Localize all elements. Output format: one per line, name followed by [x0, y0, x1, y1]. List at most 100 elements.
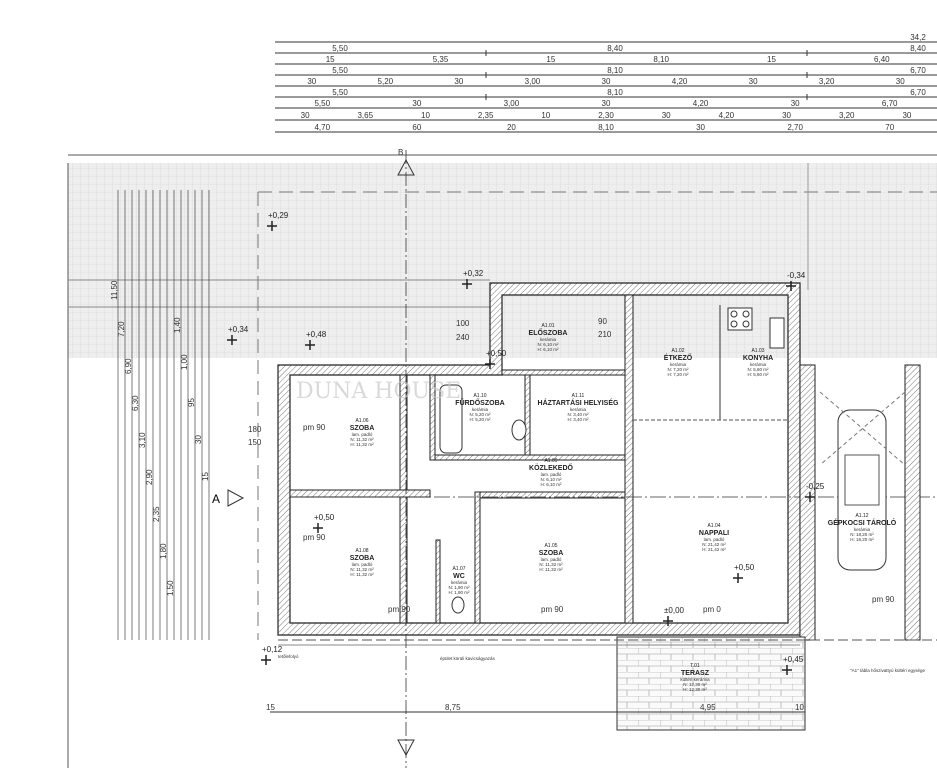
opening-label: pm 90 [303, 533, 326, 542]
opening-label: pm 90 [872, 595, 895, 604]
level-marker-icon [313, 523, 323, 533]
top-dimension-label: 5,20 [378, 77, 394, 86]
opening-label: 240 [456, 333, 470, 342]
opening-label: 180 [248, 425, 262, 434]
bottom-dim-2: 4,95 [700, 703, 716, 712]
opening-label: pm 0 [703, 605, 721, 614]
top-dimension-label: 30 [454, 77, 463, 86]
left-dimension-label: 1,50 [166, 580, 175, 596]
room-name: TERASZ [681, 670, 710, 677]
room-floor: kerámia [540, 337, 557, 342]
room-name: GÉPKOCSI TÁROLÓ [828, 518, 897, 527]
top-dimension-label: 15 [767, 55, 776, 64]
top-dimension-label: 8,10 [607, 66, 623, 75]
left-dimension-label: 1,80 [159, 543, 168, 559]
left-dimension-label: 2,90 [145, 469, 154, 485]
room-id: A1.12 [855, 513, 868, 519]
level-label: -0,25 [806, 482, 825, 491]
section-a-label: A [212, 492, 220, 506]
level-label: -0,34 [787, 271, 806, 280]
top-dimension-label: 4,70 [314, 123, 330, 132]
room-gross: H: 11,32 m² [539, 567, 563, 572]
level-label: +0,12 [262, 645, 283, 654]
room-name: WC [453, 573, 465, 580]
room-id: A1.09 [544, 458, 557, 464]
room-name: FÜRDŐSZOBA [455, 398, 504, 407]
room-floor: kerámia [472, 407, 489, 412]
room-net: N: 6,10 m² [537, 342, 559, 347]
room-net: N: 11,32 m² [350, 437, 374, 442]
room-floor: kerámia [750, 362, 767, 367]
top-dimension-label: 3,20 [839, 111, 855, 120]
room-id: T.01 [690, 663, 700, 669]
note-drain: tetőlefolyó [278, 654, 299, 659]
top-dimension-label: 30 [307, 77, 316, 86]
top-dimension-label: 70 [885, 123, 894, 132]
top-dimension-label: 6,70 [882, 99, 898, 108]
left-dimension-label: 3,10 [138, 432, 147, 448]
level-marker-icon [462, 279, 472, 289]
top-dimension-label: 5,35 [433, 55, 449, 64]
left-dimension-label: 2,35 [152, 506, 161, 522]
top-dimension-label: 30 [662, 111, 671, 120]
top-dimension-label: 30 [782, 111, 791, 120]
opening-label: 150 [248, 438, 262, 447]
top-dimension-label: 8,10 [653, 55, 669, 64]
room-id: A1.10 [473, 393, 486, 399]
left-dimension-label: 7,20 [117, 321, 126, 337]
top-dimension-label: 15 [326, 55, 335, 64]
room-floor: kerámia [670, 362, 687, 367]
room-name: SZOBA [350, 555, 375, 562]
top-dimension-label: 10 [541, 111, 550, 120]
car-symbol [819, 391, 906, 571]
room-gross: H: 18,20 m² [850, 537, 874, 542]
level-marker-icon [485, 359, 495, 369]
top-dimension-label: 2,70 [787, 123, 803, 132]
top-dimension-label: 6,40 [874, 55, 890, 64]
level-label: +0,34 [228, 325, 249, 334]
top-dimension-label: 4,20 [693, 99, 709, 108]
room-name: NAPPALI [699, 530, 729, 537]
opening-label: 100 [456, 319, 470, 328]
level-label: +0,29 [268, 211, 289, 220]
room-gross: H: 7,20 m² [667, 372, 689, 377]
bottom-dim-3: 10 [795, 703, 804, 712]
top-dimension-label: 30 [791, 99, 800, 108]
room-name: ELŐSZOBA [529, 328, 568, 337]
room-floor: lam. padló [704, 537, 725, 542]
left-dimension-label: 30 [194, 435, 203, 444]
top-dimension-label: 8,40 [910, 44, 926, 53]
room-net: N: 12,30 m² [683, 682, 707, 687]
bottom-dim-0: 15 [266, 703, 275, 712]
opening-label: pm 90 [541, 605, 564, 614]
level-label: +0,32 [463, 269, 484, 278]
room-id: A1.03 [751, 348, 764, 354]
room-id: A1.11 [572, 393, 585, 399]
left-dimension-label: 95 [187, 398, 196, 407]
room-floor: lam. padló [541, 472, 562, 477]
level-markers: +0,29+0,34+0,48+0,50+0,50+0,50±0,00-0,25… [227, 211, 825, 675]
room-net: N: 11,32 m² [539, 562, 563, 567]
opening-label: pm 90 [388, 605, 411, 614]
room-net: N: 11,32 m² [350, 567, 374, 572]
room-net: N: 3,40 m² [567, 412, 589, 417]
room-gross: H: 6,10 m² [540, 482, 562, 487]
top-dimension-label: 5,50 [332, 66, 348, 75]
top-dimension-label: 30 [902, 111, 911, 120]
level-marker-icon [786, 281, 796, 291]
top-dimension-label: 5,50 [332, 88, 348, 97]
top-dimension-label: 5,50 [332, 44, 348, 53]
